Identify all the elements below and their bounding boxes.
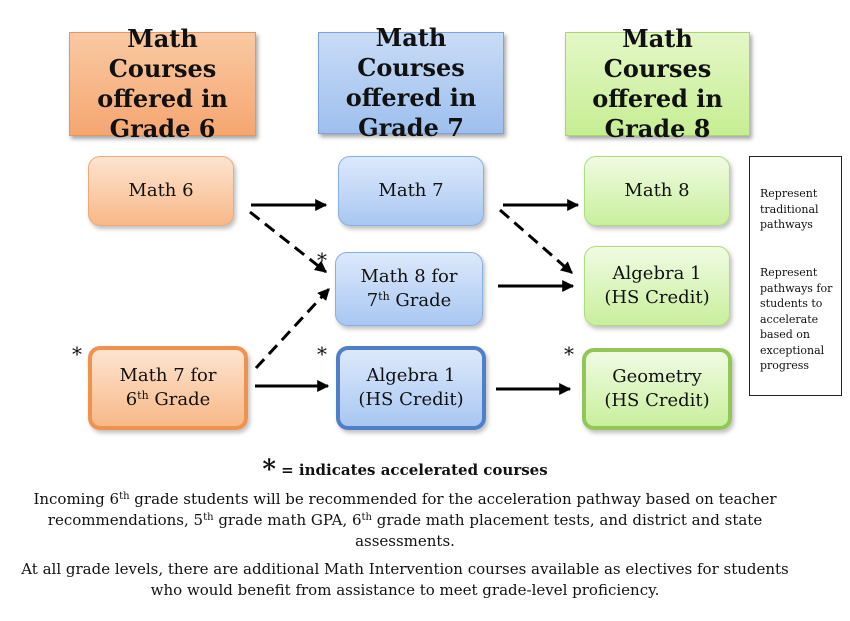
- course-math-7-for-6th-grade: Math 7 for 6th Grade: [88, 346, 248, 430]
- course-algebra-1-grade-8: Algebra 1 (HS Credit): [584, 246, 730, 326]
- legend-accelerate-label: Represent pathways for students to accel…: [760, 266, 833, 372]
- accelerated-star-math-7-6th: *: [72, 342, 82, 366]
- course-math-8-for-7th-grade: Math 8 for 7th Grade: [335, 252, 483, 326]
- arrow-math6-to-math8-7th: [249, 210, 327, 274]
- acceleration-recommendation-note: Incoming 6th grade students will be reco…: [33, 490, 777, 550]
- accelerated-note: * = indicates accelerated courses: [262, 455, 548, 485]
- intervention-note: At all grade levels, there are additiona…: [21, 560, 789, 599]
- legend: Represent traditional pathways Represent…: [749, 156, 842, 396]
- course-math-7: Math 7: [338, 156, 484, 226]
- accelerated-star-geometry: *: [564, 342, 574, 366]
- accelerated-star-math-8-7th: *: [317, 248, 327, 272]
- grade-6-header: Math Courses offered in Grade 6: [69, 24, 256, 143]
- course-math-6: Math 6: [88, 156, 234, 226]
- course-math-8: Math 8: [584, 156, 730, 226]
- course-algebra-1-grade-7: Algebra 1 (HS Credit): [336, 346, 486, 430]
- arrow-math7-to-algebra1-g8: [499, 208, 573, 275]
- legend-traditional-label: Represent traditional pathways: [760, 187, 819, 231]
- course-geometry: Geometry (HS Credit): [582, 348, 732, 430]
- accelerated-star-algebra-1-g7: *: [317, 342, 327, 366]
